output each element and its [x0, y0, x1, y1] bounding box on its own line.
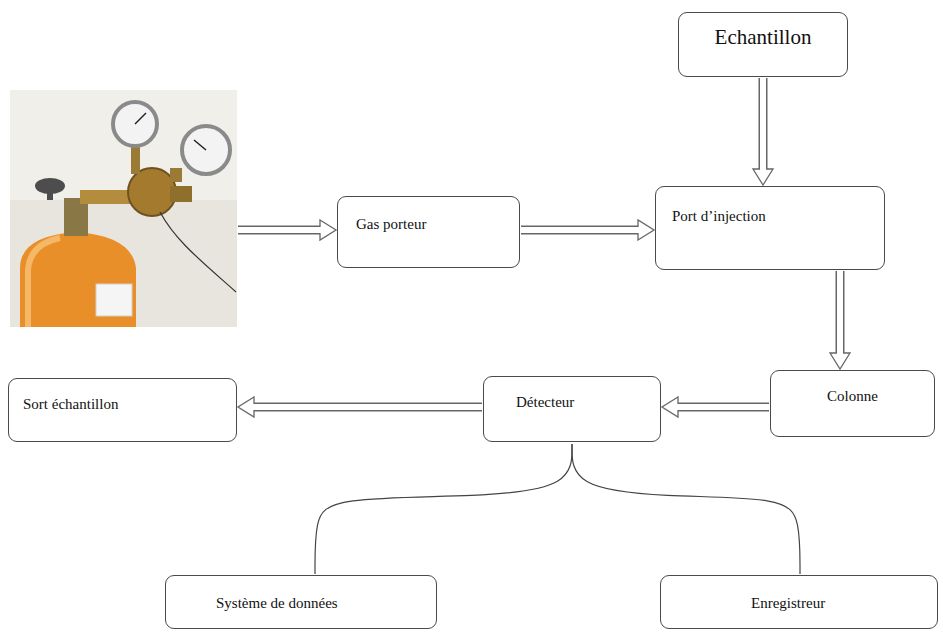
gauge-stem	[170, 168, 182, 182]
cylinder-shine	[28, 238, 60, 327]
hollow-arrow-inner	[676, 404, 769, 410]
photo-ground	[10, 90, 237, 327]
hollow-arrow-head	[830, 353, 850, 369]
hollow-arrow-inner	[760, 78, 766, 171]
hollow-arrow-head	[662, 397, 678, 417]
process-box: Détecteur	[483, 376, 661, 442]
hollow-arrow-inner	[252, 404, 482, 410]
box-label: Colonne	[827, 387, 878, 405]
flow-arrow	[662, 397, 769, 417]
hollow-arrow-inner	[521, 227, 640, 233]
bracket-line	[315, 444, 572, 574]
process-box: Port d’injection	[655, 186, 885, 270]
bracket-line	[572, 444, 800, 574]
flow-arrow	[521, 220, 654, 240]
box-label: Echantillon	[715, 25, 812, 50]
flow-arrow	[238, 397, 482, 417]
box-label: Gas porteur	[356, 215, 426, 233]
box-label: Sort échantillon	[23, 395, 118, 413]
cylinder-label	[96, 284, 132, 316]
hollow-arrow-inner	[837, 271, 843, 355]
hollow-arrow-head	[238, 397, 254, 417]
hollow-arrow-head	[753, 169, 773, 185]
hollow-arrow-head	[638, 220, 654, 240]
flow-arrow	[572, 444, 800, 574]
regulator-outlet	[170, 186, 192, 202]
cylinder-body	[20, 232, 136, 327]
wire	[160, 212, 236, 292]
process-box: Echantillon	[678, 12, 848, 77]
box-label: Port d’injection	[672, 207, 766, 225]
box-label: Détecteur	[516, 393, 574, 411]
box-label: Enregistreur	[751, 594, 825, 612]
photo-wall	[10, 90, 237, 200]
process-box: Système de données	[165, 575, 437, 629]
process-box: Colonne	[770, 370, 935, 437]
gauge-needle	[135, 113, 146, 124]
regulator-body	[128, 168, 176, 216]
hollow-arrow-inner	[238, 227, 322, 233]
box-label: Système de données	[216, 594, 338, 612]
hollow-arrow-head	[320, 220, 336, 240]
valve-spindle	[47, 186, 53, 200]
pressure-gauge	[113, 102, 157, 146]
flow-arrow	[830, 271, 850, 369]
gauge-needle	[194, 140, 206, 150]
process-box: Sort échantillon	[8, 378, 237, 442]
pressure-gauge	[182, 126, 230, 174]
flow-arrow	[753, 78, 773, 185]
process-box: Gas porteur	[337, 196, 520, 268]
flow-arrow	[315, 444, 572, 574]
process-box: Enregistreur	[660, 575, 938, 629]
